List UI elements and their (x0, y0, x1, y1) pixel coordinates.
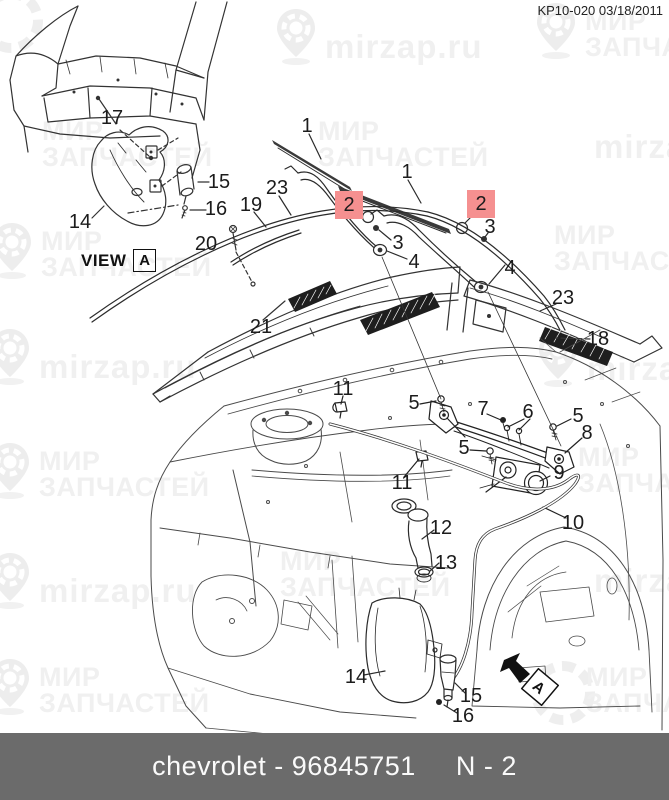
part-callout-4: 4 (408, 251, 420, 273)
part-callout-6: 6 (522, 401, 534, 423)
part-callout-3: 3 (484, 216, 496, 238)
part-callout-23: 23 (265, 177, 289, 199)
footer-part-title: chevrolet - 96845751 (152, 751, 416, 781)
part-callout-16: 16 (204, 198, 228, 220)
part-callout-15: 15 (207, 171, 231, 193)
wiper-blades-drawing (89, 133, 566, 333)
body-structure-drawing (150, 329, 664, 733)
view-label: VIEW A (81, 249, 157, 272)
part-callout-10: 10 (561, 512, 585, 534)
part-callout-5: 5 (572, 405, 584, 427)
part-callout-11: 11 (391, 472, 413, 494)
part-callout-12: 12 (429, 517, 453, 539)
part-callout-14: 14 (344, 666, 368, 688)
part-callout-15: 15 (459, 685, 483, 707)
inset-washer-pump-drawing (176, 164, 195, 205)
part-callout-19: 19 (239, 194, 263, 216)
doc-code: KP10-020 03/18/2011 (537, 3, 663, 18)
footer-page-ref: N - 2 (455, 751, 517, 781)
part-callout-23: 23 (551, 287, 575, 309)
view-label-text: VIEW (81, 250, 127, 270)
part-callout-2: 2 (335, 191, 363, 219)
part-callout-11: 11 (332, 378, 354, 400)
part-callout-1: 1 (301, 115, 313, 137)
part-callout-9: 9 (553, 462, 565, 484)
inset-body-drawing (9, 1, 228, 227)
part-callout-18: 18 (586, 328, 610, 350)
direction-arrow: A (500, 653, 560, 707)
part-callout-4: 4 (504, 257, 516, 279)
part-callout-20: 20 (194, 233, 218, 255)
part-callout-5: 5 (458, 437, 470, 459)
footer-text: chevrolet - 96845751 N - 2 (0, 733, 669, 800)
washer-pump-drawing (439, 654, 457, 708)
part-callout-13: 13 (434, 552, 458, 574)
part-callout-2: 2 (467, 190, 495, 218)
part-callout-3: 3 (392, 232, 404, 254)
part-callout-14: 14 (68, 211, 92, 233)
view-ref-box: A (133, 249, 157, 272)
part-callout-8: 8 (581, 422, 593, 444)
part-callout-1: 1 (401, 161, 413, 183)
part-callout-16: 16 (451, 705, 475, 727)
part-callout-7: 7 (477, 398, 489, 420)
cowl-panel-drawing (152, 224, 663, 447)
part-callout-17: 17 (100, 107, 124, 129)
washer-reservoir-drawing (363, 498, 466, 714)
wiper-linkage-drawing (328, 395, 583, 682)
part-callout-21: 21 (249, 316, 273, 338)
part-callout-5: 5 (408, 392, 420, 414)
